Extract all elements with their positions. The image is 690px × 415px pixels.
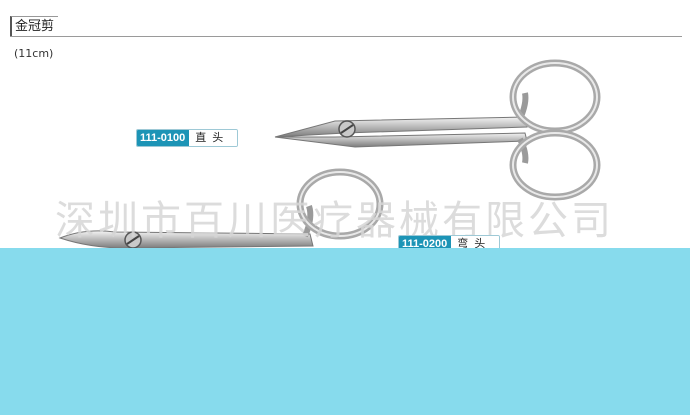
cyan-overlay-panel (0, 248, 690, 415)
page-title: 金冠剪 (10, 16, 59, 37)
title-divider (10, 36, 682, 37)
curved-scissors-image (58, 168, 384, 249)
product-badge-1: 111-0100 直头 (136, 129, 239, 147)
product-code: 111-0100 (137, 130, 190, 146)
company-watermark: 深圳市百川医疗器械有限公司 (55, 198, 614, 244)
straight-scissors-image (274, 59, 601, 201)
product-desc: 直头 (189, 130, 238, 146)
size-label: (11cm) (14, 47, 54, 60)
